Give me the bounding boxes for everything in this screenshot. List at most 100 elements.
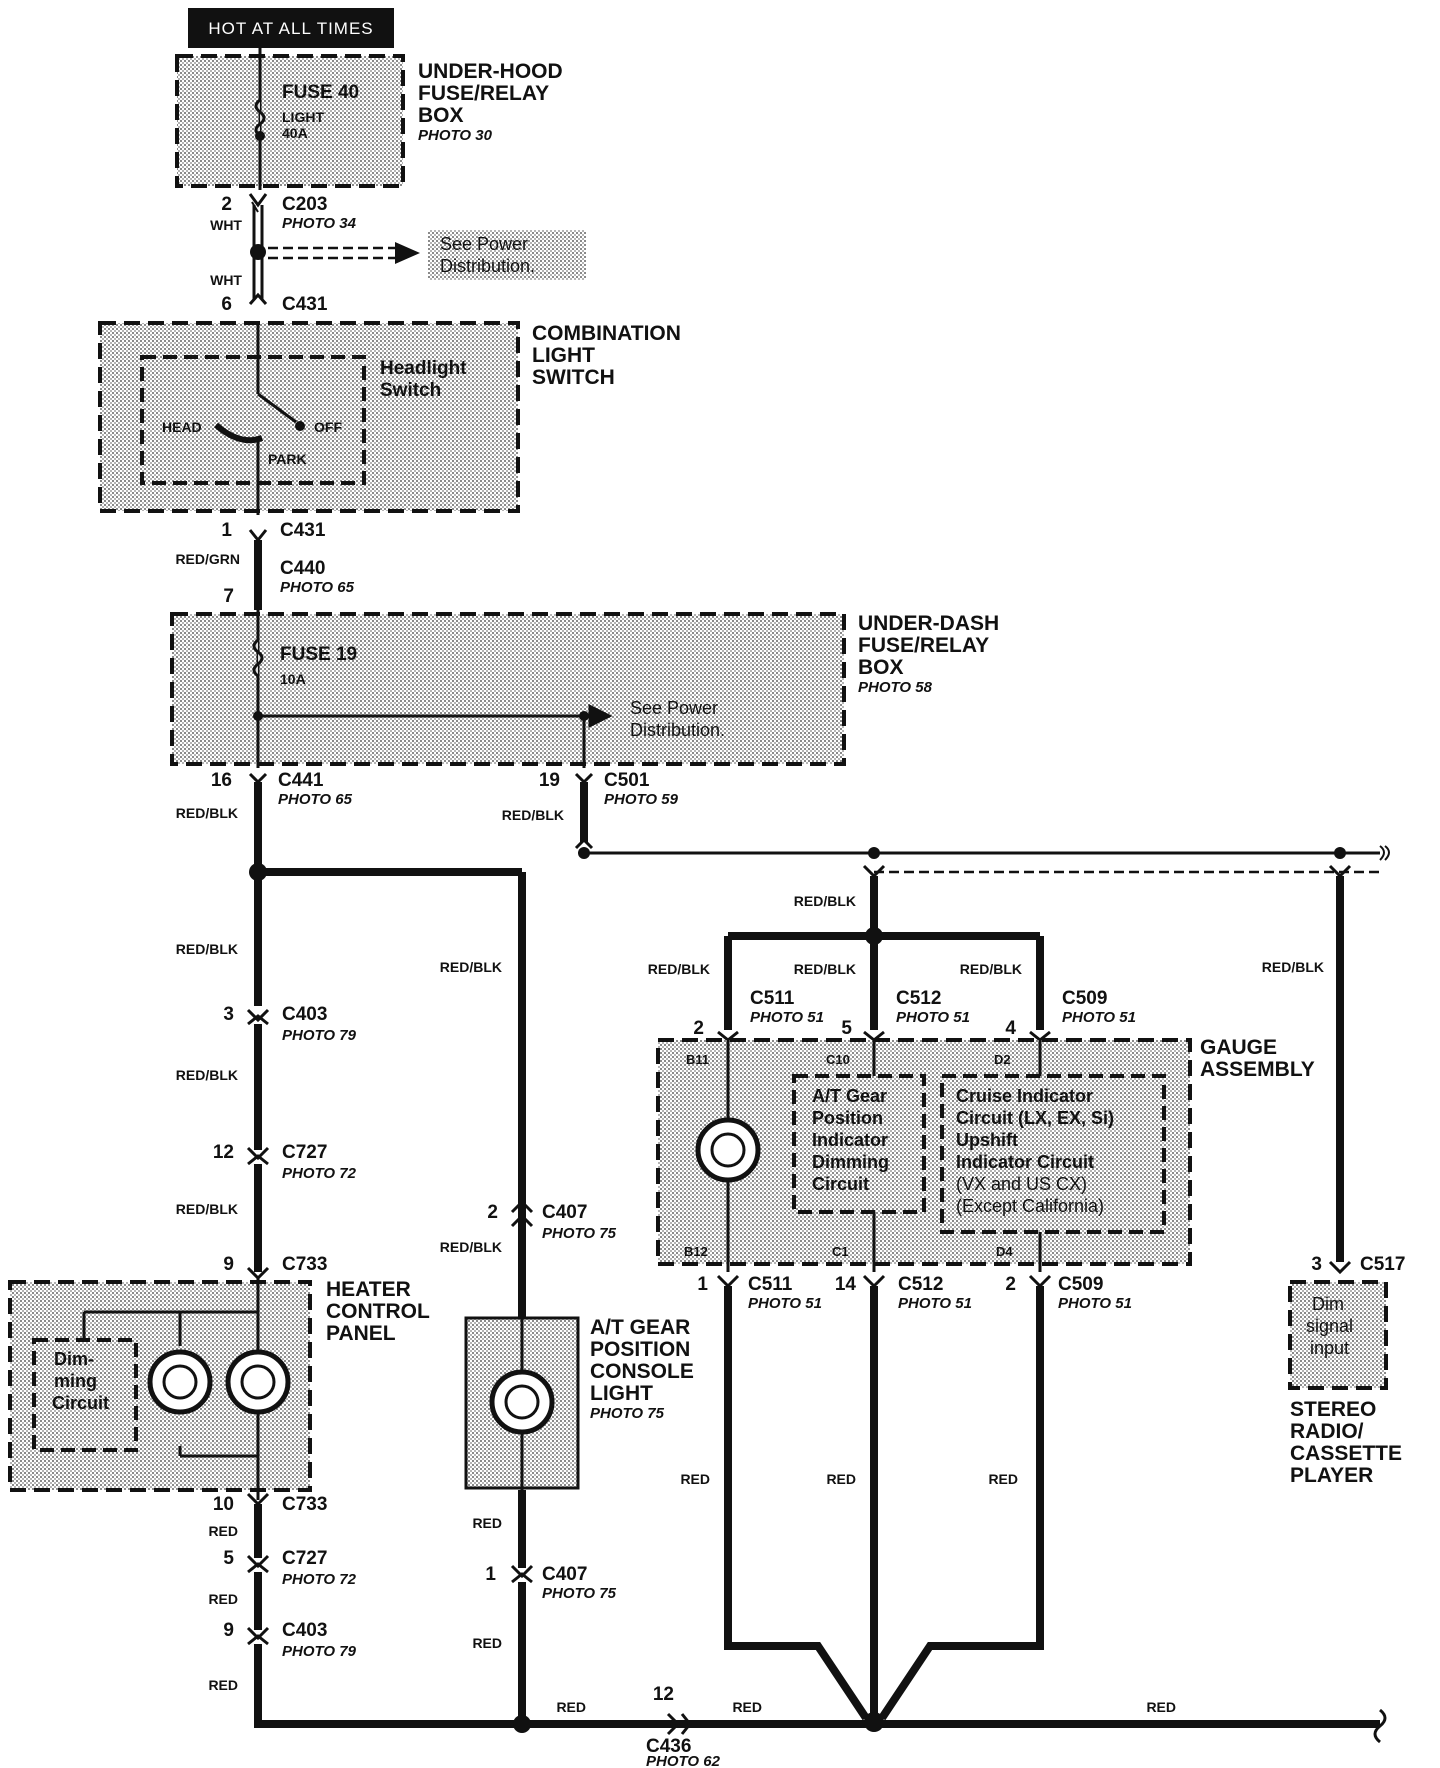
svg-text:Dim-: Dim- xyxy=(54,1349,94,1369)
svg-text:5: 5 xyxy=(841,1018,852,1039)
svg-text:4: 4 xyxy=(1005,1018,1016,1039)
svg-text:PHOTO 51: PHOTO 51 xyxy=(896,1009,970,1026)
fuse-40-label: FUSE 40 xyxy=(282,82,359,103)
bottom-bus: RED 12 RED RED C436 PHOTO 62 xyxy=(556,1684,1176,1768)
svg-text:Position: Position xyxy=(812,1108,883,1128)
svg-text:C407: C407 xyxy=(542,1202,587,1223)
svg-text:RED/BLK: RED/BLK xyxy=(176,1201,238,1217)
svg-text:PHOTO 75: PHOTO 75 xyxy=(542,1585,617,1602)
svg-text:1: 1 xyxy=(485,1564,496,1585)
svg-text:GAUGE: GAUGE xyxy=(1200,1036,1277,1059)
svg-text:C511: C511 xyxy=(748,1274,793,1295)
underdash-fuse-box: FUSE 19 10A See Power Distribution. xyxy=(170,610,846,768)
svg-text:RED: RED xyxy=(208,1523,238,1539)
svg-text:D2: D2 xyxy=(994,1052,1011,1067)
svg-text:Upshift: Upshift xyxy=(956,1130,1018,1150)
svg-text:12: 12 xyxy=(653,1684,674,1705)
svg-text:WHT: WHT xyxy=(210,272,242,288)
svg-text:CONSOLE: CONSOLE xyxy=(590,1360,694,1383)
svg-text:C509: C509 xyxy=(1062,988,1107,1009)
svg-text:A/T GEAR: A/T GEAR xyxy=(590,1316,690,1339)
svg-text:C733: C733 xyxy=(282,1254,327,1275)
svg-text:2: 2 xyxy=(487,1202,498,1223)
svg-text:PHOTO 51: PHOTO 51 xyxy=(1058,1295,1132,1312)
svg-text:5: 5 xyxy=(223,1548,234,1569)
svg-text:B12: B12 xyxy=(684,1244,708,1259)
svg-text:RED: RED xyxy=(732,1699,762,1715)
stereo-radio: RED/BLK 3 C517 Dim signal input STEREO R… xyxy=(1262,959,1406,1487)
svg-text:Dimming: Dimming xyxy=(812,1152,889,1172)
svg-text:6: 6 xyxy=(221,294,232,315)
svg-text:C727: C727 xyxy=(282,1548,327,1569)
svg-text:Circuit (LX, EX, Si): Circuit (LX, EX, Si) xyxy=(956,1108,1114,1128)
svg-text:RED: RED xyxy=(988,1471,1018,1487)
svg-text:PHOTO 79: PHOTO 79 xyxy=(282,1027,357,1044)
svg-text:RED/BLK: RED/BLK xyxy=(440,1239,502,1255)
svg-text:signal: signal xyxy=(1306,1316,1353,1336)
svg-text:10A: 10A xyxy=(280,671,306,687)
svg-text:C436: C436 xyxy=(646,1736,691,1757)
svg-text:PARK: PARK xyxy=(268,451,307,467)
svg-text:10: 10 xyxy=(213,1494,234,1515)
svg-text:2: 2 xyxy=(1005,1274,1016,1295)
svg-text:RED: RED xyxy=(472,1515,502,1531)
svg-text:C727: C727 xyxy=(282,1142,327,1163)
svg-text:WHT: WHT xyxy=(210,217,242,233)
see-power-distribution-1: See Power Distribution. xyxy=(428,230,586,280)
svg-text:C512: C512 xyxy=(898,1274,943,1295)
svg-text:PHOTO 58: PHOTO 58 xyxy=(858,679,933,696)
svg-text:1: 1 xyxy=(221,520,232,541)
connector-c203: 2 WHT C203 PHOTO 34 xyxy=(210,193,357,233)
svg-text:Circuit: Circuit xyxy=(812,1174,869,1194)
svg-text:D4: D4 xyxy=(996,1244,1013,1259)
svg-text:RED: RED xyxy=(680,1471,710,1487)
svg-text:C509: C509 xyxy=(1058,1274,1103,1295)
svg-text:RED/BLK: RED/BLK xyxy=(176,1067,238,1083)
svg-text:RED: RED xyxy=(472,1635,502,1651)
combination-light-switch: HEAD OFF PARK Headlight Switch xyxy=(98,321,520,515)
svg-text:ming: ming xyxy=(54,1371,97,1391)
svg-text:PHOTO 75: PHOTO 75 xyxy=(542,1225,617,1242)
svg-text:RED: RED xyxy=(826,1471,856,1487)
svg-text:19: 19 xyxy=(539,770,560,791)
svg-text:CASSETTE: CASSETTE xyxy=(1290,1442,1402,1465)
svg-text:7: 7 xyxy=(223,586,234,607)
svg-text:PHOTO 62: PHOTO 62 xyxy=(646,1753,721,1768)
left-branch-lower: 10 C733 RED 5 C727 PHOTO 72 RED 9 C403 P… xyxy=(208,1492,357,1693)
svg-text:UNDER-DASH: UNDER-DASH xyxy=(858,612,999,635)
svg-text:RED/BLK: RED/BLK xyxy=(960,961,1022,977)
svg-text:PHOTO 51: PHOTO 51 xyxy=(748,1295,822,1312)
svg-text:PHOTO 30: PHOTO 30 xyxy=(418,127,493,144)
svg-text:PHOTO 59: PHOTO 59 xyxy=(604,791,679,808)
svg-text:HEATER: HEATER xyxy=(326,1278,411,1301)
svg-text:PHOTO 34: PHOTO 34 xyxy=(282,215,357,232)
svg-text:RADIO/: RADIO/ xyxy=(1290,1420,1364,1443)
svg-text:C512: C512 xyxy=(896,988,941,1009)
svg-text:PHOTO 51: PHOTO 51 xyxy=(1062,1009,1136,1026)
svg-text:PHOTO 79: PHOTO 79 xyxy=(282,1643,357,1660)
svg-text:Switch: Switch xyxy=(380,380,441,401)
svg-text:POSITION: POSITION xyxy=(590,1338,690,1361)
svg-text:C511: C511 xyxy=(750,988,795,1009)
svg-text:COMBINATION: COMBINATION xyxy=(532,322,681,345)
svg-text:SWITCH: SWITCH xyxy=(532,366,615,389)
svg-text:PHOTO 51: PHOTO 51 xyxy=(750,1009,824,1026)
svg-text:PANEL: PANEL xyxy=(326,1322,396,1345)
svg-text:UNDER-HOOD: UNDER-HOOD xyxy=(418,60,563,83)
svg-text:OFF: OFF xyxy=(314,419,342,435)
underhood-fuse-box: FUSE 40 LIGHT 40A xyxy=(175,48,405,190)
svg-text:Indicator: Indicator xyxy=(812,1130,888,1150)
svg-text:14: 14 xyxy=(835,1274,857,1295)
svg-text:RED: RED xyxy=(208,1677,238,1693)
connector-c441: 16 C441 PHOTO 65 RED/BLK xyxy=(176,770,353,821)
connector-c431-bottom: 1 C431 xyxy=(221,520,326,543)
underhood-title: UNDER-HOOD FUSE/RELAY BOX PHOTO 30 xyxy=(418,60,563,144)
svg-text:C403: C403 xyxy=(282,1004,327,1025)
svg-text:BOX: BOX xyxy=(418,104,464,127)
svg-text:RED/BLK: RED/BLK xyxy=(794,961,856,977)
splice-point xyxy=(250,244,266,260)
svg-text:9: 9 xyxy=(223,1254,234,1275)
svg-text:RED/BLK: RED/BLK xyxy=(176,805,238,821)
left-branch-upper: RED/BLK 3 C403 PHOTO 79 RED/BLK 12 C727 … xyxy=(176,941,357,1281)
svg-text:C203: C203 xyxy=(282,194,327,215)
